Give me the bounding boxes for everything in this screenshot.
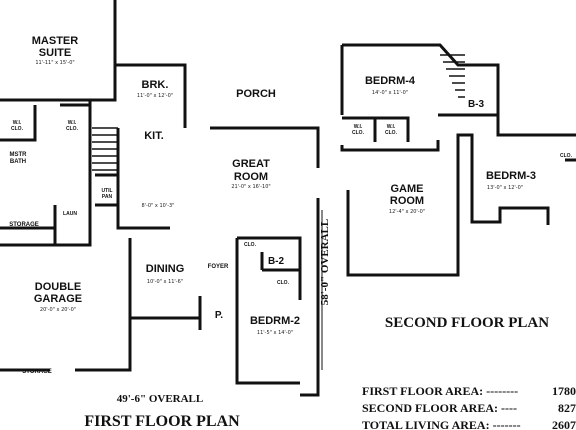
room-name: UTIL [101, 188, 112, 194]
area-label: TOTAL LIVING AREA: ------- [362, 418, 521, 430]
room-name: PAN [102, 194, 113, 200]
area-value: 1780 [552, 384, 576, 398]
room-name: DINING [146, 263, 185, 275]
closet-walls [0, 103, 92, 142]
room-name: PORCH [236, 88, 276, 100]
b2-walls [237, 236, 302, 300]
bedrm2-walls [235, 238, 300, 385]
second-floor-closets [342, 113, 458, 142]
storage-walls [0, 205, 57, 245]
room-name: CLO. [244, 242, 257, 248]
area-label: SECOND FLOOR AREA: ---- [362, 401, 517, 415]
dining-walls [128, 238, 188, 320]
util-walls [95, 173, 118, 207]
room-name: KIT. [144, 130, 164, 142]
area-value: 2607 [552, 418, 576, 430]
room-name: CLO. [277, 280, 290, 286]
kitchen-left-wall [0, 100, 92, 247]
second-floor-title: SECOND FLOOR PLAN [385, 315, 549, 331]
overall-depth-label: 58'-0" OVERALL [319, 219, 331, 305]
room-name: BATH [10, 159, 26, 165]
brk-walls [115, 63, 187, 128]
room-name: W.I. [13, 120, 22, 126]
room-name: GARAGE [34, 293, 82, 305]
room-name: CLO. [385, 130, 398, 136]
room-name: ROOM [390, 195, 424, 207]
garage-walls [0, 318, 132, 372]
kitchen-box [116, 128, 170, 230]
room-name: BEDRM-4 [365, 75, 416, 87]
room-dimension: 20'-0" x 20'-0" [40, 307, 76, 313]
room-dimension: 11'-11" x 15'-0" [35, 60, 74, 66]
room-name: STORAGE [22, 369, 52, 375]
room-name: BEDRM-2 [250, 315, 300, 327]
room-name: B-3 [468, 99, 485, 110]
room-name: MASTER [32, 35, 79, 47]
room-name: P. [215, 310, 223, 321]
room-name: LAUN [63, 211, 77, 217]
room-name: B-2 [268, 256, 285, 267]
area-value: 827 [558, 401, 576, 415]
room-dimension: 12'-4" x 20'-0" [389, 209, 425, 215]
first-floor-stairs [92, 127, 118, 171]
room-name: CLO. [352, 130, 365, 136]
second-floor-outer [342, 43, 576, 137]
room-dimension: 10'-0" x 11'-6" [147, 279, 183, 285]
overall-width-label: 49'-6" OVERALL [117, 393, 203, 405]
room-name: W.I. [68, 120, 77, 126]
room-name: FOYER [208, 264, 229, 270]
first-floor-title: FIRST FLOOR PLAN [84, 413, 240, 430]
room-name: ROOM [234, 171, 268, 183]
room-name: W.I. [354, 124, 363, 130]
room-name: GAME [391, 183, 424, 195]
area-label: FIRST FLOOR AREA: -------- [362, 384, 518, 398]
game-room-walls [346, 133, 550, 277]
room-name: MSTR [10, 152, 28, 158]
room-dimension: 14'-0" x 11'-0" [372, 90, 408, 96]
room-name: CLO. [66, 126, 79, 132]
room-name: DOUBLE [35, 281, 81, 293]
room-name: SUITE [39, 47, 71, 59]
great-room-top [210, 126, 320, 168]
second-floor-left [340, 45, 440, 152]
room-name: GREAT [232, 158, 270, 170]
room-dimension: 11'-5" x 14'-0" [257, 330, 293, 336]
room-dimension: 11'-0" x 12'-0" [137, 93, 173, 99]
room-dimension: 13'-0" x 12'-0" [487, 185, 523, 191]
room-name: STORAGE [9, 222, 39, 228]
room-name: W.I. [387, 124, 396, 130]
room-name: BEDRM-3 [486, 170, 536, 182]
room-name: CLO. [11, 126, 24, 132]
second-floor-stairs [440, 54, 465, 98]
room-name: CLO. [560, 153, 573, 159]
master-suite-walls [0, 0, 117, 102]
room-name: BRK. [142, 79, 169, 91]
room-dimension: 8'-0" x 10'-3" [141, 203, 174, 209]
great-room-right [300, 198, 320, 397]
room-dimension: 21'-0" x 16'-10" [231, 184, 270, 190]
porch-entry [188, 296, 202, 330]
